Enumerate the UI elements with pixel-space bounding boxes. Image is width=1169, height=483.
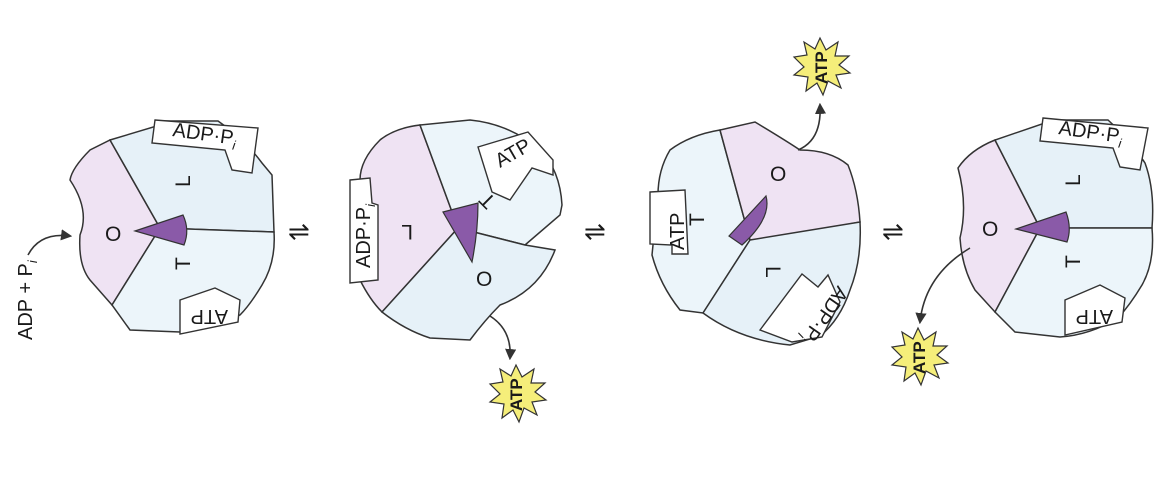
equilibrium-arrow-3: ⇌	[882, 216, 904, 246]
atp-star-icon	[890, 326, 950, 387]
label-loose: L	[1062, 174, 1085, 186]
subunit-open	[957, 139, 1041, 314]
atp-star-icon	[488, 363, 548, 424]
svg-text:ATP: ATP	[812, 51, 831, 84]
svg-text:ATP: ATP	[1076, 305, 1113, 327]
label-open: O	[982, 218, 998, 241]
subunit-open	[359, 124, 459, 314]
input-arrow	[27, 229, 73, 256]
atp-release-burst-3: ATP	[792, 36, 852, 97]
label-loose: L	[761, 266, 784, 278]
gamma-subunit	[1013, 211, 1070, 243]
gamma-subunit	[132, 214, 188, 246]
input-substrate-label: ADP + Pi	[15, 259, 40, 340]
label-open: O	[476, 268, 492, 291]
equilibrium-arrow-2: ⇌	[584, 216, 606, 246]
ligand-tight-box: ATP	[649, 189, 689, 255]
label-loose: L	[172, 175, 195, 187]
ligand-loose-box: ADP·Pi	[151, 119, 259, 174]
ligand-tight-box: ATP	[477, 131, 554, 201]
complex-state-1: ADP·Pi ATP O L T	[69, 119, 275, 335]
gamma-subunit	[442, 202, 479, 264]
label-tight: T	[686, 213, 709, 226]
svg-text:ATP: ATP	[910, 341, 929, 374]
gamma-subunit	[728, 194, 768, 246]
complex-state-4: ADP·Pi ATP O L T ATP	[890, 117, 1154, 387]
label-tight: T	[172, 257, 195, 270]
svg-text:ATP: ATP	[191, 305, 228, 327]
atp-star-icon	[792, 36, 852, 97]
ligand-tight-box: ATP	[179, 287, 241, 335]
equilibrium-arrow-1: ⇌	[288, 216, 310, 246]
subunit-loose	[380, 227, 557, 341]
svg-text:ATP: ATP	[667, 213, 689, 250]
ligand-loose-box: ADP·Pi	[349, 177, 379, 284]
ligand-tight-box: ATP	[1064, 284, 1126, 336]
label-open: O	[770, 163, 786, 186]
subunit-tight	[651, 129, 751, 314]
svg-text:ADP·Pi: ADP·Pi	[353, 203, 378, 268]
release-arrow-4	[915, 247, 971, 325]
label-open: O	[105, 223, 121, 246]
atp-release-burst-2: ATP	[488, 363, 548, 424]
label-loose: L	[401, 220, 413, 243]
label-tight: T	[1062, 255, 1085, 268]
svg-text:ADP + Pi: ADP + Pi	[15, 259, 40, 340]
atp-release-burst-4: ATP	[890, 326, 950, 387]
svg-text:ATP: ATP	[507, 378, 526, 411]
ligand-loose-box: ADP·Pi	[1039, 117, 1149, 171]
complex-state-3: ATP ADP·Pi T O L ATP	[649, 36, 862, 346]
complex-state-2: ADP·Pi ATP L T O ATP	[349, 119, 563, 424]
release-arrow-2	[489, 315, 517, 361]
release-arrow-3	[797, 102, 827, 151]
